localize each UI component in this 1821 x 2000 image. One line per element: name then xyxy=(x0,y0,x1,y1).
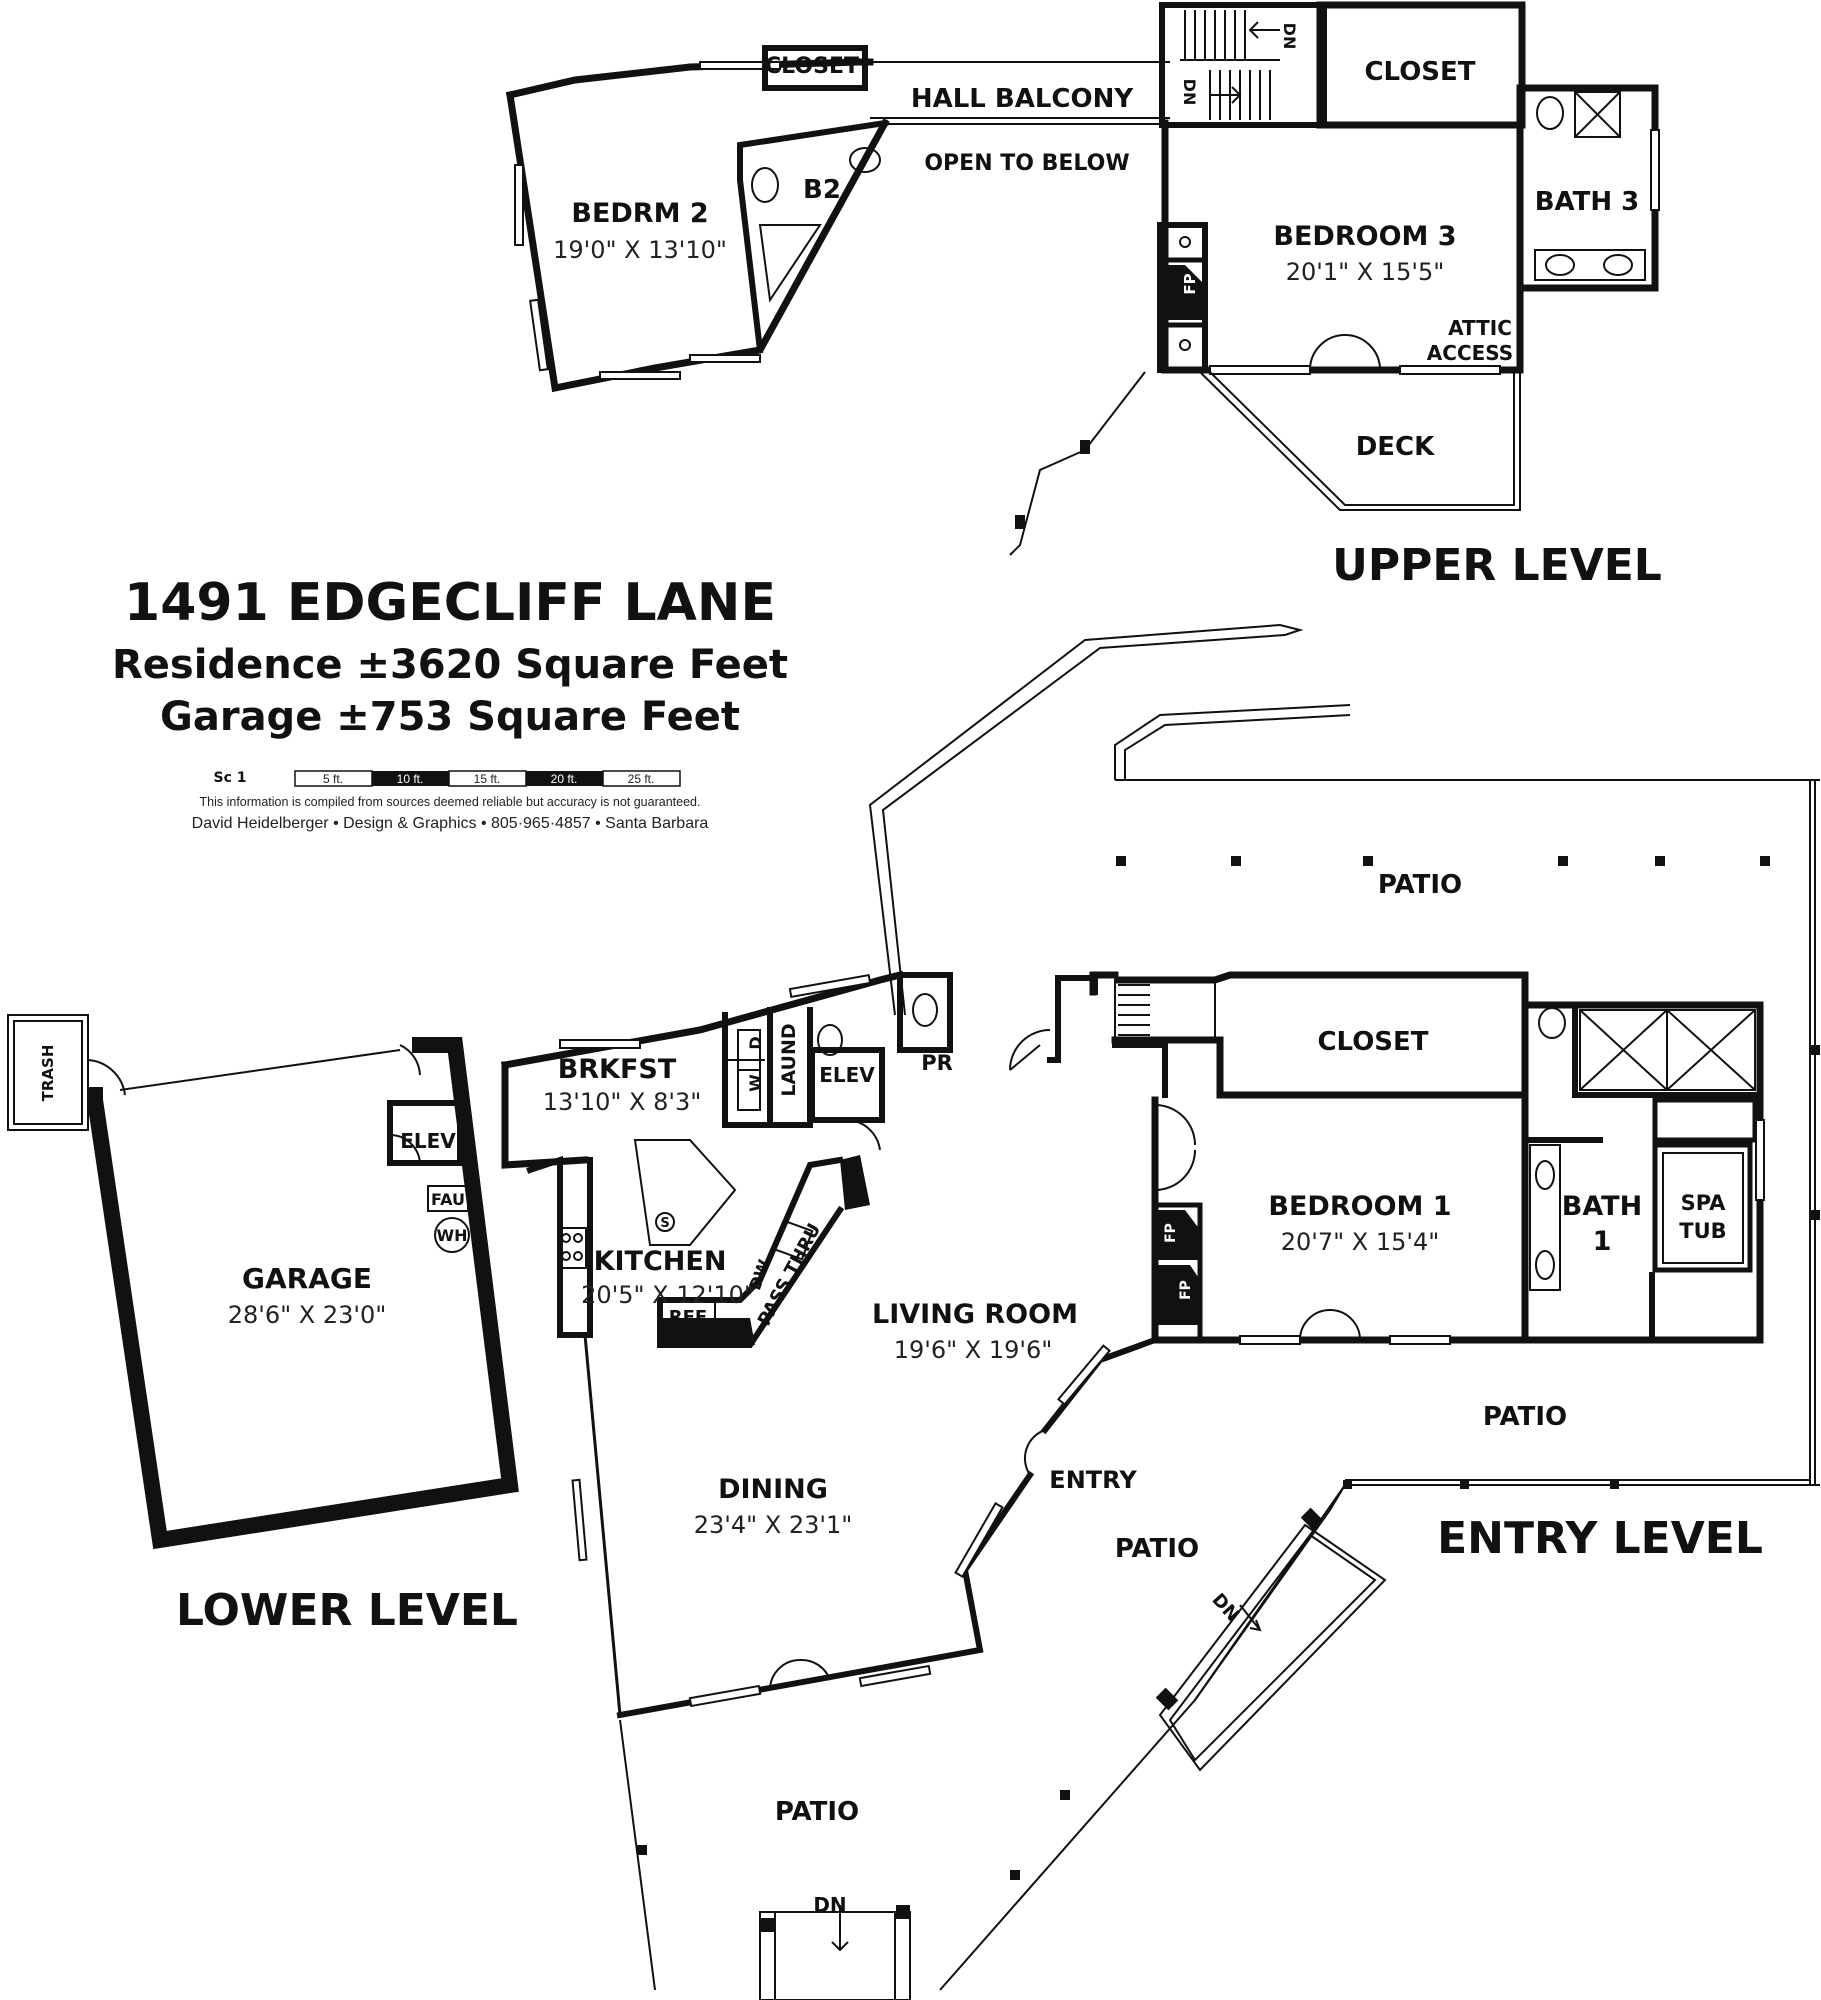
entry-level-title: ENTRY LEVEL xyxy=(1437,1513,1763,1564)
ref-label: REF xyxy=(669,1307,707,1328)
brkfst-dimensions: 13'10" X 8'3" xyxy=(543,1088,702,1116)
pr-label: PR xyxy=(921,1051,953,1075)
scale-label: Sc 1 xyxy=(214,770,247,786)
garage-dimensions: 28'6" X 23'0" xyxy=(228,1301,387,1329)
patio-top-label: PATIO xyxy=(1378,870,1462,900)
open-to-below-label: OPEN TO BELOW xyxy=(924,151,1129,176)
credit: David Heidelberger • Design & Graphics •… xyxy=(192,815,709,832)
lower-level-title: LOWER LEVEL xyxy=(176,1585,518,1636)
dn-bottom-label: DN xyxy=(813,1893,846,1917)
bedroom3-label: BEDROOM 3 xyxy=(1273,221,1456,252)
dn-stairs-label: DN xyxy=(1208,1589,1244,1625)
brkfst-label: BRKFST xyxy=(558,1054,677,1085)
b2-label: B2 xyxy=(803,175,841,205)
patio-posts-top xyxy=(1116,856,1820,1220)
hall-balcony-label: HALL BALCONY xyxy=(911,84,1135,114)
garage-label: GARAGE xyxy=(242,1262,372,1295)
elev-entry-label: ELEV xyxy=(819,1063,875,1087)
dining-dimensions: 23'4" X 23'1" xyxy=(694,1511,853,1539)
bedrm2-label: BEDRM 2 xyxy=(571,198,708,229)
bath1-label-b: 1 xyxy=(1593,1226,1612,1257)
stair-treads-entry xyxy=(1118,984,1150,1036)
bedroom1-dimensions: 20'7" X 15'4" xyxy=(1281,1228,1440,1256)
fp-upper-label: FP xyxy=(1181,273,1199,294)
fau-label: FAU xyxy=(431,1190,465,1209)
scale-seg-5: 25 ft. xyxy=(628,772,655,786)
residence-sqft: Residence ±3620 Square Feet xyxy=(112,642,788,688)
entry-level-walls xyxy=(500,623,1820,2000)
lower-level-labels: TRASH ELEV FAU WH GARAGE 28'6" X 23'0" L… xyxy=(39,1045,518,1636)
dw-label: DW xyxy=(745,1257,774,1293)
closet-entry-label: CLOSET xyxy=(1317,1027,1428,1057)
spa-label-a: SPA xyxy=(1681,1191,1727,1215)
upper-level-walls xyxy=(505,1,1660,556)
scale-seg-4: 20 ft. xyxy=(551,772,578,786)
scale-seg-1: 5 ft. xyxy=(323,772,343,786)
living-room-dimensions: 19'6" X 19'6" xyxy=(894,1336,1053,1364)
closet-upper-label: CLOSET xyxy=(1364,57,1475,87)
dining-label: DINING xyxy=(718,1474,828,1505)
patio-posts-bottom xyxy=(637,1790,1070,1880)
bedrm2-dimensions: 19'0" X 13'10" xyxy=(553,236,727,264)
closet-small-label: CLOSET xyxy=(765,54,859,79)
patio-right-label: PATIO xyxy=(1483,1402,1567,1432)
upper-level-title: UPPER LEVEL xyxy=(1332,540,1662,591)
scale-seg-3: 15 ft. xyxy=(474,772,501,786)
bedroom1-label: BEDROOM 1 xyxy=(1268,1191,1451,1222)
spa-label-b: TUB xyxy=(1679,1219,1726,1243)
scale-seg-2: 10 ft. xyxy=(397,772,424,786)
upper-level-labels: CLOSET HALL BALCONY OPEN TO BELOW CLOSET… xyxy=(553,23,1662,591)
washer-label: W xyxy=(746,1074,765,1092)
title-block: 1491 EDGECLIFF LANE Residence ±3620 Squa… xyxy=(112,573,788,832)
elev-lower-label: ELEV xyxy=(400,1129,456,1153)
trash-label: TRASH xyxy=(39,1045,57,1102)
scale-bar: 5 ft. 10 ft. 15 ft. 20 ft. 25 ft. xyxy=(294,770,681,787)
bath1-label-a: BATH xyxy=(1562,1191,1642,1222)
fp-entry-2: FP xyxy=(1178,1280,1194,1300)
bath3-label: BATH 3 xyxy=(1535,187,1640,217)
kitchen-dimensions: 20'5" X 12'10" xyxy=(581,1281,755,1309)
lower-level-walls xyxy=(7,1014,519,1550)
bedroom3-dimensions: 20'1" X 15'5" xyxy=(1286,258,1445,286)
deck-label: DECK xyxy=(1356,432,1435,462)
access-label: ACCESS xyxy=(1427,341,1513,365)
dn-upper-1: DN xyxy=(1280,23,1299,50)
sink-label: S xyxy=(660,1216,669,1231)
entry-label: ENTRY xyxy=(1049,1466,1137,1494)
fp-entry-1: FP xyxy=(1163,1223,1179,1243)
attic-label: ATTIC xyxy=(1448,316,1512,340)
wh-label: WH xyxy=(436,1226,467,1245)
stair-treads-upper xyxy=(1184,10,1271,120)
patio-mid-label: PATIO xyxy=(1115,1534,1199,1564)
dryer-label: D xyxy=(746,1036,765,1049)
laund-label: LAUND xyxy=(778,1023,800,1096)
address-title: 1491 EDGECLIFF LANE xyxy=(124,573,776,633)
dn-upper-2: DN xyxy=(1180,79,1199,106)
living-room-label: LIVING ROOM xyxy=(872,1299,1078,1330)
kitchen-label: KITCHEN xyxy=(594,1246,727,1277)
disclaimer: This information is compiled from source… xyxy=(200,795,701,809)
patio-bottom-label: PATIO xyxy=(775,1797,859,1827)
garage-sqft: Garage ±753 Square Feet xyxy=(160,694,740,740)
